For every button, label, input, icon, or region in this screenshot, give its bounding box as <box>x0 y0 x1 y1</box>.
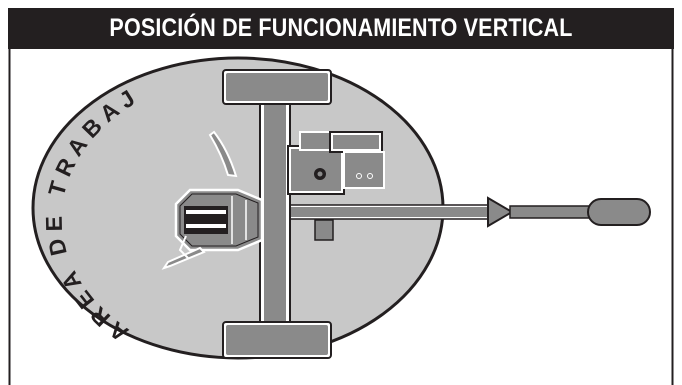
bottom-base-plate <box>222 321 332 359</box>
blade-guard <box>161 130 264 270</box>
lever-arm <box>208 130 238 178</box>
handle-arrow-icon <box>487 196 514 228</box>
motor-housing <box>287 131 385 195</box>
machine-spine <box>259 89 291 341</box>
top-base-plate <box>222 69 332 105</box>
title-bar: POSICIÓN DE FUNCIONAMIENTO VERTICAL <box>8 8 674 49</box>
handle-grip <box>587 198 651 226</box>
side-handle <box>161 246 206 270</box>
page-title: POSICIÓN DE FUNCIONAMIENTO VERTICAL <box>109 14 573 42</box>
handle <box>267 196 651 241</box>
